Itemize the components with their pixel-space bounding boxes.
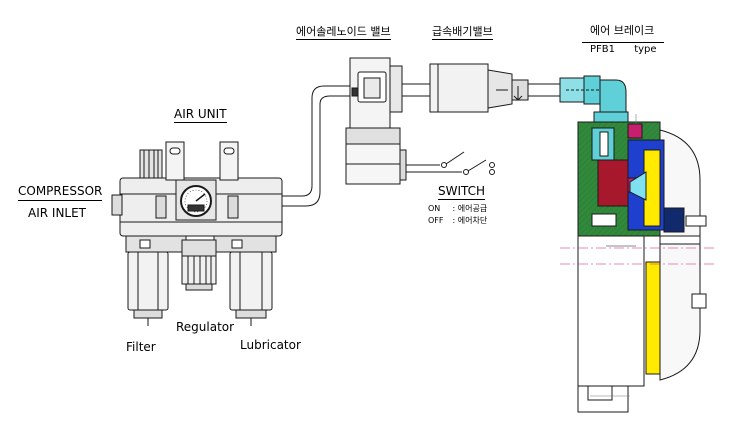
air-brake-model-label: PFB1 type — [582, 42, 664, 55]
solenoid-valve — [345, 57, 407, 185]
solenoid-valve-label: 에어솔레노이드 밸브 — [296, 25, 391, 40]
air-inlet-label: AIR INLET — [28, 206, 87, 220]
air-unit — [111, 141, 283, 326]
compressor-label: COMPRESSOR — [18, 185, 103, 201]
lubricator-label: Lubricator — [240, 338, 301, 352]
switch-label: SWITCH — [438, 184, 486, 200]
switch-symbol — [406, 151, 495, 175]
brake-type: type — [634, 44, 657, 55]
regulator-label: Regulator — [176, 320, 235, 334]
switch-on-row: ON : 에어공급 — [428, 205, 487, 213]
air-chamber-red — [597, 159, 629, 207]
lubricator-bowl — [229, 251, 273, 326]
switch-on-key: ON — [428, 204, 441, 213]
air-brake-label: 에어 브레이크 — [590, 24, 655, 37]
regulator-body — [181, 239, 217, 291]
exhaust-valve-label: 급속배기밸브 — [432, 25, 493, 40]
switch-off-desc: : 에어차단 — [452, 216, 488, 225]
filter-bowl — [127, 251, 169, 326]
air-unit-label: AIR UNIT — [174, 107, 227, 123]
air-brake-section — [560, 121, 716, 413]
quick-exhaust-valve — [429, 63, 529, 113]
elbow-fitting — [559, 75, 629, 125]
pressure-gauge — [175, 179, 217, 221]
switch-off-row: OFF : 에어차단 — [428, 217, 487, 225]
filter-cap — [139, 149, 163, 179]
switch-off-key: OFF — [428, 216, 444, 225]
leader-lines — [590, 114, 637, 397]
brake-model: PFB1 — [590, 44, 616, 55]
switch-on-desc: : 에어공급 — [452, 204, 488, 213]
inlet-port — [111, 194, 123, 216]
filter-label: Filter — [126, 340, 156, 354]
